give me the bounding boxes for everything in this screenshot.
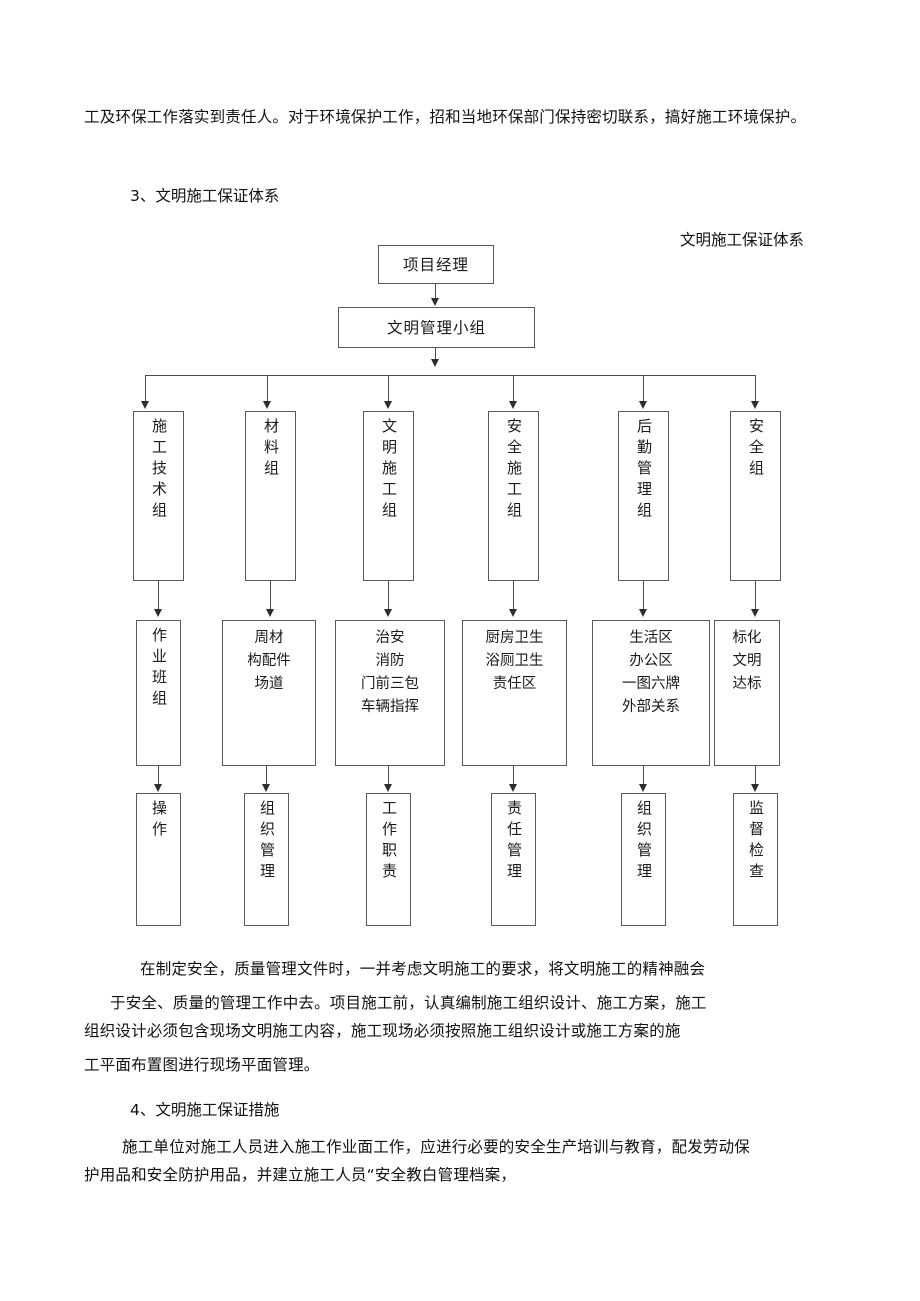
node-responsibility-management: 责任管理 — [491, 793, 536, 926]
connector-l3-l4-6 — [755, 581, 757, 611]
node-standardization-label: 标化 文明 达标 — [732, 630, 762, 692]
connector-group-to-bus — [435, 348, 437, 362]
arrowhead-level3-1 — [141, 401, 149, 409]
paragraph-measures-line1: 施工单位对施工人员进入施工作业面工作，应进行必要的安全生产培训与教育，配发劳动保 — [122, 1138, 751, 1156]
connector-l4-l5-5 — [643, 766, 645, 788]
node-supervision-inspection: 监督检查 — [733, 793, 778, 926]
node-organization-management-2: 组织管理 — [621, 793, 666, 926]
connector-l4-l5-2 — [266, 766, 268, 788]
node-security-fire: 治安 消防 门前三包 车辆指挥 — [335, 620, 445, 766]
node-construction-tech-group-label: 施工技术组 — [150, 418, 168, 523]
arrowhead-level3-6 — [751, 401, 759, 409]
node-civilized-construction-group-label: 文明施工组 — [380, 418, 398, 523]
connector-bus-drop-2 — [267, 375, 269, 403]
arrowhead-level4-6 — [751, 609, 759, 617]
arrowhead-level4-2 — [266, 609, 274, 617]
node-supervision-inspection-label: 监督检查 — [747, 800, 765, 884]
node-civilized-construction-group: 文明施工组 — [363, 411, 414, 581]
node-kitchen-hygiene-label: 厨房卫生 浴厕卫生 责任区 — [485, 630, 544, 692]
connector-root-to-group — [435, 284, 437, 300]
node-safety-group-label: 安全组 — [747, 418, 765, 481]
node-work-team-label: 作业班组 — [150, 627, 168, 711]
arrowhead-group-to-bus — [431, 359, 439, 367]
node-civilized-management-group: 文明管理小组 — [338, 307, 535, 348]
arrowhead-level4-5 — [639, 609, 647, 617]
arrowhead-level4-1 — [154, 609, 162, 617]
connector-l3-l4-5 — [643, 581, 645, 611]
connector-bus-drop-1 — [145, 375, 147, 403]
arrowhead-level5-6 — [751, 784, 759, 792]
node-construction-tech-group: 施工技术组 — [133, 411, 184, 581]
node-work-duty: 工作职责 — [366, 793, 411, 926]
node-organization-management-1: 组织管理 — [244, 793, 289, 926]
arrowhead-level3-3 — [384, 401, 392, 409]
diagram-title: 文明施工保证体系 — [680, 231, 805, 249]
node-operation: 操作 — [136, 793, 181, 926]
arrowhead-level3-4 — [509, 401, 517, 409]
node-work-duty-label: 工作职责 — [380, 800, 398, 884]
connector-l3-l4-3 — [388, 581, 390, 611]
arrowhead-level4-4 — [509, 609, 517, 617]
node-work-team: 作业班组 — [136, 620, 181, 766]
node-safety-group: 安全组 — [730, 411, 781, 581]
arrowhead-level5-2 — [262, 784, 270, 792]
node-material-group-label: 材料组 — [262, 418, 280, 481]
connector-l4-l5-3 — [388, 766, 390, 788]
paragraph-safety-quality-line2: 于安全、质量的管理工作中去。项目施工前，认真编制施工组织设计、施工方案，施工 — [110, 994, 707, 1012]
connector-l4-l5-4 — [513, 766, 515, 788]
node-materials-yard: 周材 构配件 场道 — [222, 620, 316, 766]
node-safety-construction-group-label: 安全施工组 — [505, 418, 523, 523]
node-safety-construction-group: 安全施工组 — [488, 411, 539, 581]
node-living-office-area-label: 生活区 办公区 一图六牌 外部关系 — [622, 630, 680, 715]
node-organization-management-1-label: 组织管理 — [258, 800, 276, 884]
node-materials-yard-label: 周材 构配件 场道 — [247, 630, 291, 692]
node-material-group: 材料组 — [245, 411, 296, 581]
heading-civilized-construction-system: 3、文明施工保证体系 — [130, 187, 280, 205]
arrowhead-root-to-group — [431, 298, 439, 306]
connector-l4-l5-6 — [755, 766, 757, 788]
arrowhead-level5-1 — [154, 784, 162, 792]
connector-l3-l4-4 — [513, 581, 515, 611]
node-logistics-management-group-label: 后勤管理组 — [635, 418, 653, 523]
arrowhead-level3-2 — [263, 401, 271, 409]
arrowhead-level5-4 — [509, 784, 517, 792]
connector-bus-drop-4 — [513, 375, 515, 403]
connector-bus-drop-6 — [755, 375, 757, 403]
node-standardization: 标化 文明 达标 — [714, 620, 780, 766]
arrowhead-level5-3 — [384, 784, 392, 792]
paragraph-safety-quality-line4: 工平面布置图进行现场平面管理。 — [84, 1056, 320, 1074]
node-kitchen-hygiene: 厨房卫生 浴厕卫生 责任区 — [462, 620, 567, 766]
node-living-office-area: 生活区 办公区 一图六牌 外部关系 — [592, 620, 710, 766]
arrowhead-level3-5 — [639, 401, 647, 409]
paragraph-safety-quality-line3: 组织设计必须包含现场文明施工内容，施工现场必须按照施工组织设计或施工方案的施 — [84, 1022, 681, 1040]
node-project-manager: 项目经理 — [378, 245, 494, 284]
paragraph-measures-line2: 护用品和安全防护用品，并建立施工人员“安全教白管理档案， — [84, 1166, 517, 1184]
bus-horizontal-connector — [145, 375, 755, 377]
node-operation-label: 操作 — [150, 800, 168, 842]
arrowhead-level5-5 — [639, 784, 647, 792]
node-responsibility-management-label: 责任管理 — [505, 800, 523, 884]
node-civilized-management-group-label: 文明管理小组 — [386, 318, 486, 337]
connector-bus-drop-5 — [643, 375, 645, 403]
connector-l3-l4-1 — [158, 581, 160, 611]
node-security-fire-label: 治安 消防 门前三包 车辆指挥 — [361, 630, 419, 715]
connector-l4-l5-1 — [158, 766, 160, 788]
connector-l3-l4-2 — [270, 581, 272, 611]
arrowhead-level4-3 — [384, 609, 392, 617]
connector-bus-drop-3 — [388, 375, 390, 403]
paragraph-environment-protection: 工及环保工作落实到责任人。对于环境保护工作，招和当地环保部门保持密切联系，搞好施… — [84, 108, 807, 126]
node-logistics-management-group: 后勤管理组 — [618, 411, 669, 581]
node-project-manager-label: 项目经理 — [402, 255, 469, 274]
paragraph-safety-quality-line1: 在制定安全，质量管理文件时，一并考虑文明施工的要求，将文明施工的精神融会 — [140, 960, 706, 978]
node-organization-management-2-label: 组织管理 — [635, 800, 653, 884]
heading-civilized-construction-measures: 4、文明施工保证措施 — [130, 1101, 280, 1119]
